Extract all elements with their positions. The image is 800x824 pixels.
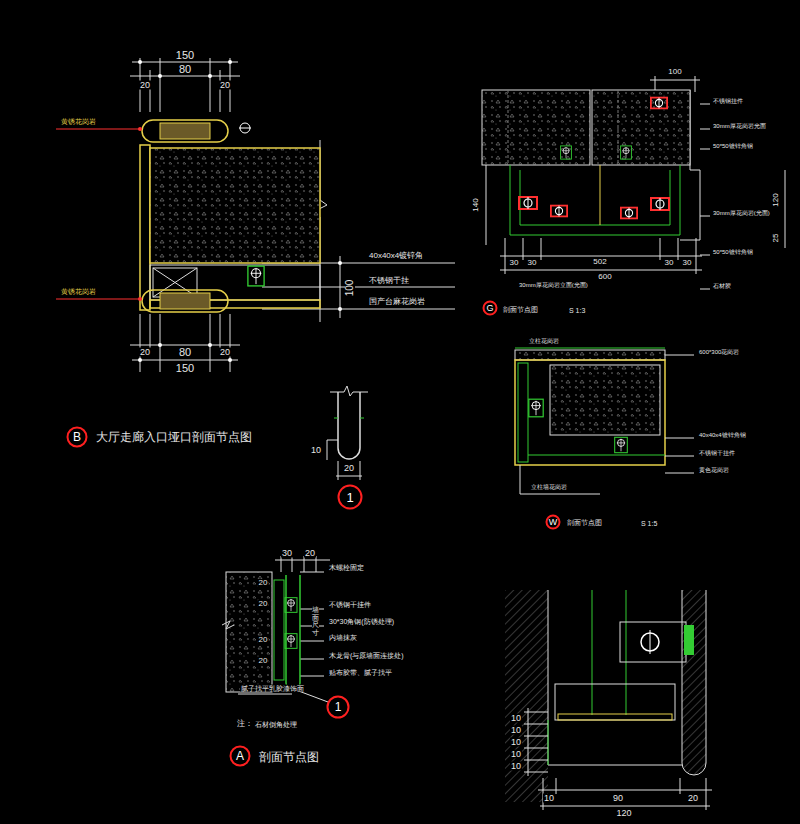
dimension-text: 10 — [510, 726, 522, 735]
dimension-text: 20 — [139, 81, 151, 90]
dimension-text: 10 — [510, 714, 522, 723]
material-label: 40x40x4镀锌角 — [368, 252, 424, 260]
detail-title: 剖面节点图 — [258, 751, 320, 763]
dimension-text: 150 — [175, 50, 195, 61]
dimension-text: 30 — [682, 259, 693, 267]
dimension-text: 30 — [509, 259, 520, 267]
callout-circle: G — [482, 300, 498, 316]
material-label: 黄锈花岗岩 — [60, 288, 97, 295]
dimension-text: 30 — [664, 259, 675, 267]
callout-circle: B — [66, 426, 88, 448]
dimension-text: 10 — [510, 750, 522, 759]
vertical-label: 墙面尺寸 — [312, 606, 319, 637]
dimension-text: 20 — [258, 636, 269, 644]
dimension-text: 140 — [472, 197, 480, 212]
material-label: 立柱花岗岩 — [528, 338, 560, 344]
dimension-text: 100 — [345, 279, 355, 298]
note-text: 注： — [236, 720, 254, 728]
material-label: 黄色花岗岩 — [698, 467, 730, 473]
dimension-text: 10 — [510, 738, 522, 747]
callout-letter: A — [236, 750, 244, 762]
dimension-text: 20 — [687, 794, 699, 803]
dimension-text: 20 — [219, 348, 231, 357]
dimension-text: 20 — [343, 464, 355, 473]
dimension-text: 150 — [175, 363, 195, 374]
callout-circle: A — [229, 745, 251, 767]
material-label: 腻子找平乳胶漆饰面 — [240, 685, 305, 692]
material-label: 立柱墙花岗岩 — [530, 484, 568, 490]
material-label: 黄锈花岗岩 — [60, 118, 97, 125]
callout-letter: 1 — [346, 491, 353, 504]
dimension-text: 120 — [615, 809, 632, 818]
detail-title: 剖面节点图 — [502, 306, 539, 313]
material-label: 30*30角钢(防锈处理) — [328, 618, 395, 625]
dimension-text: 120 — [772, 192, 780, 207]
material-label: 木龙骨(与原墙面连接处) — [328, 652, 405, 659]
material-label: 40x40x4镀锌角钢 — [698, 432, 747, 438]
material-label: 不锈钢干挂 — [368, 277, 410, 285]
material-label: 贴布胶带、腻子找平 — [328, 669, 393, 676]
material-label: 30mm厚花岗岩立面(光面) — [518, 282, 589, 288]
detail-title: 大厅走廊入口垭口剖面节点图 — [95, 431, 253, 443]
dimension-text: 20 — [139, 348, 151, 357]
dimension-text: 10 — [510, 762, 522, 771]
callout-circle: W — [545, 514, 561, 530]
material-label: 30mm厚花岗岩光面 — [712, 123, 767, 129]
dimension-text: 80 — [178, 347, 192, 358]
material-label: 600*300花岗岩 — [698, 349, 740, 355]
callout-letter: B — [73, 431, 81, 443]
dimension-text: 600 — [597, 273, 612, 281]
dimension-text: 502 — [592, 258, 607, 266]
dimension-text: 20 — [258, 657, 269, 665]
callout-circle: 1 — [326, 695, 350, 719]
dimension-text: 20 — [258, 600, 269, 608]
material-label: 不锈钢干挂件 — [698, 450, 736, 456]
dimension-text: 20 — [304, 549, 316, 558]
material-label: 国产台麻花岗岩 — [368, 298, 426, 306]
material-label: 50*50镀锌角钢 — [712, 249, 754, 255]
material-label: 内墙抹灰 — [328, 634, 358, 641]
material-label: 不锈钢干挂件 — [328, 601, 372, 608]
material-label: 木螺栓固定 — [328, 564, 365, 571]
scale-text: S 1:3 — [568, 307, 586, 314]
dimension-text: 20 — [258, 579, 269, 587]
dimension-text: 30 — [281, 549, 293, 558]
callout-letter: G — [486, 304, 493, 313]
dimension-text: 10 — [310, 446, 322, 455]
material-label: 30mm厚花岗岩(光面) — [712, 210, 771, 216]
dimension-text: 90 — [612, 794, 624, 803]
dimension-text: 20 — [219, 81, 231, 90]
dimension-text: 25 — [772, 233, 780, 244]
scale-text: S 1:5 — [640, 520, 658, 527]
callout-circle: 1 — [337, 484, 363, 510]
material-label: 50*50镀锌角钢 — [712, 143, 754, 149]
material-label: 石材胶 — [712, 283, 732, 289]
callout-letter: 1 — [335, 701, 342, 713]
material-label: 不锈钢挂件 — [712, 98, 744, 104]
callout-letter: W — [549, 518, 558, 527]
note-text: 石材倒角处理 — [254, 721, 298, 728]
dimension-text: 10 — [543, 794, 555, 803]
dimension-text: 30 — [527, 259, 538, 267]
dimension-text: 100 — [667, 68, 682, 76]
dimension-text: 80 — [178, 64, 192, 75]
detail-title: 剖面节点图 — [566, 519, 603, 526]
